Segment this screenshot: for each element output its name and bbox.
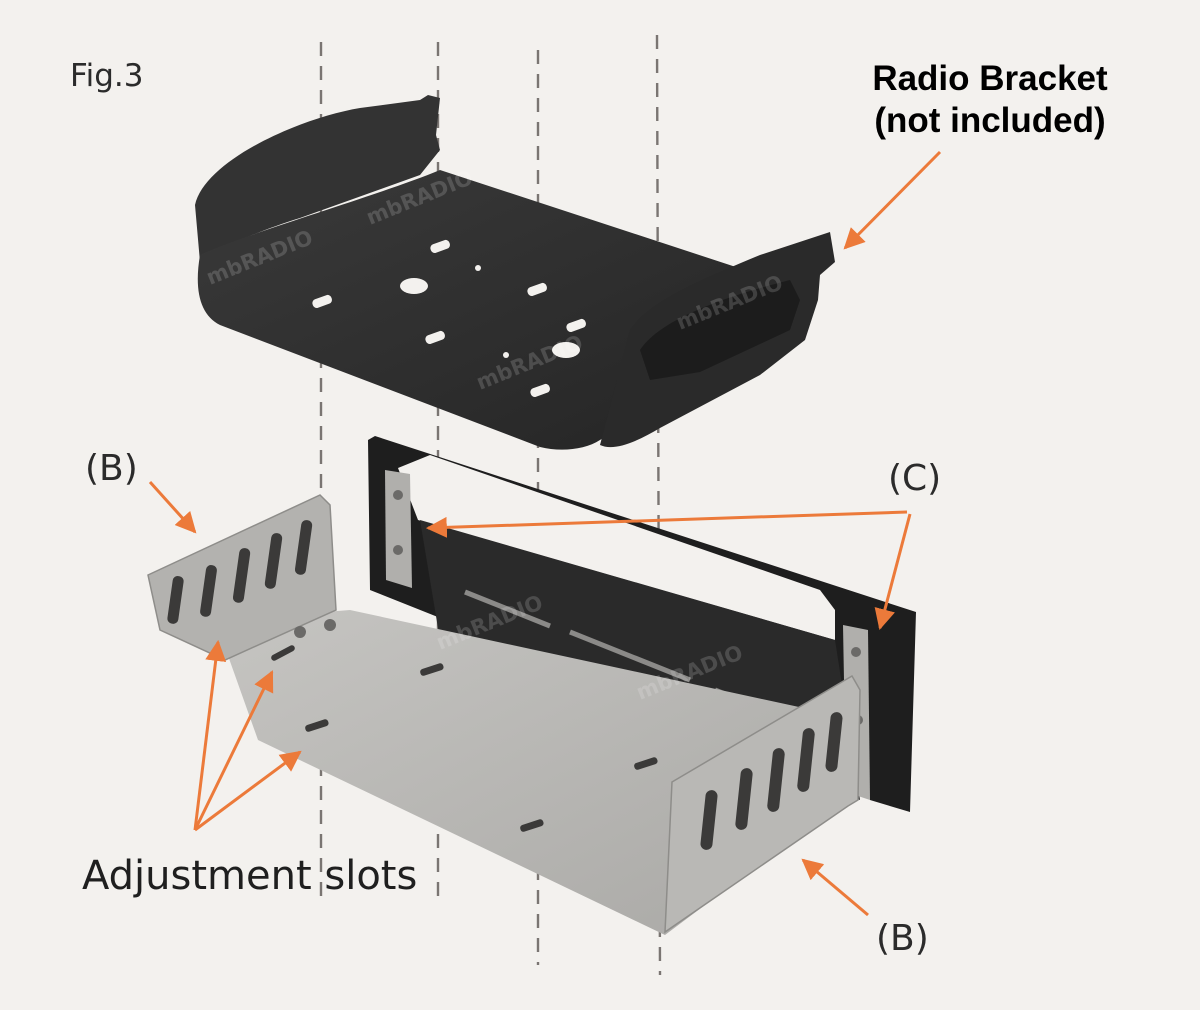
arrow-slot-2 bbox=[193, 670, 274, 831]
part-c-label: (C) bbox=[888, 458, 942, 499]
part-b-left-label: (B) bbox=[85, 448, 138, 489]
part-b-right-label: (B) bbox=[876, 918, 929, 959]
arrow-slot-1 bbox=[193, 639, 227, 831]
arrow-radio-bracket bbox=[843, 150, 942, 250]
radio-bracket-label: Radio Bracket (not included) bbox=[845, 58, 1135, 142]
radio-bracket-label-line2: (not included) bbox=[874, 101, 1106, 140]
figure-number: Fig.3 bbox=[70, 58, 144, 94]
adjustment-slots-label: Adjustment slots bbox=[82, 853, 418, 899]
arrow-c-left bbox=[425, 510, 908, 538]
arrow-slot-3 bbox=[194, 750, 302, 832]
guide-line-4 bbox=[655, 34, 662, 976]
radio-bracket: mbRADIO mbRADIO mbRADIO mbRADIO bbox=[195, 95, 835, 450]
arrow-c-right bbox=[874, 513, 912, 631]
arrow-b-right bbox=[801, 858, 869, 917]
callout-arrows bbox=[148, 150, 942, 917]
arrow-b-left bbox=[148, 480, 197, 534]
radio-bracket-label-line1: Radio Bracket bbox=[872, 59, 1108, 98]
